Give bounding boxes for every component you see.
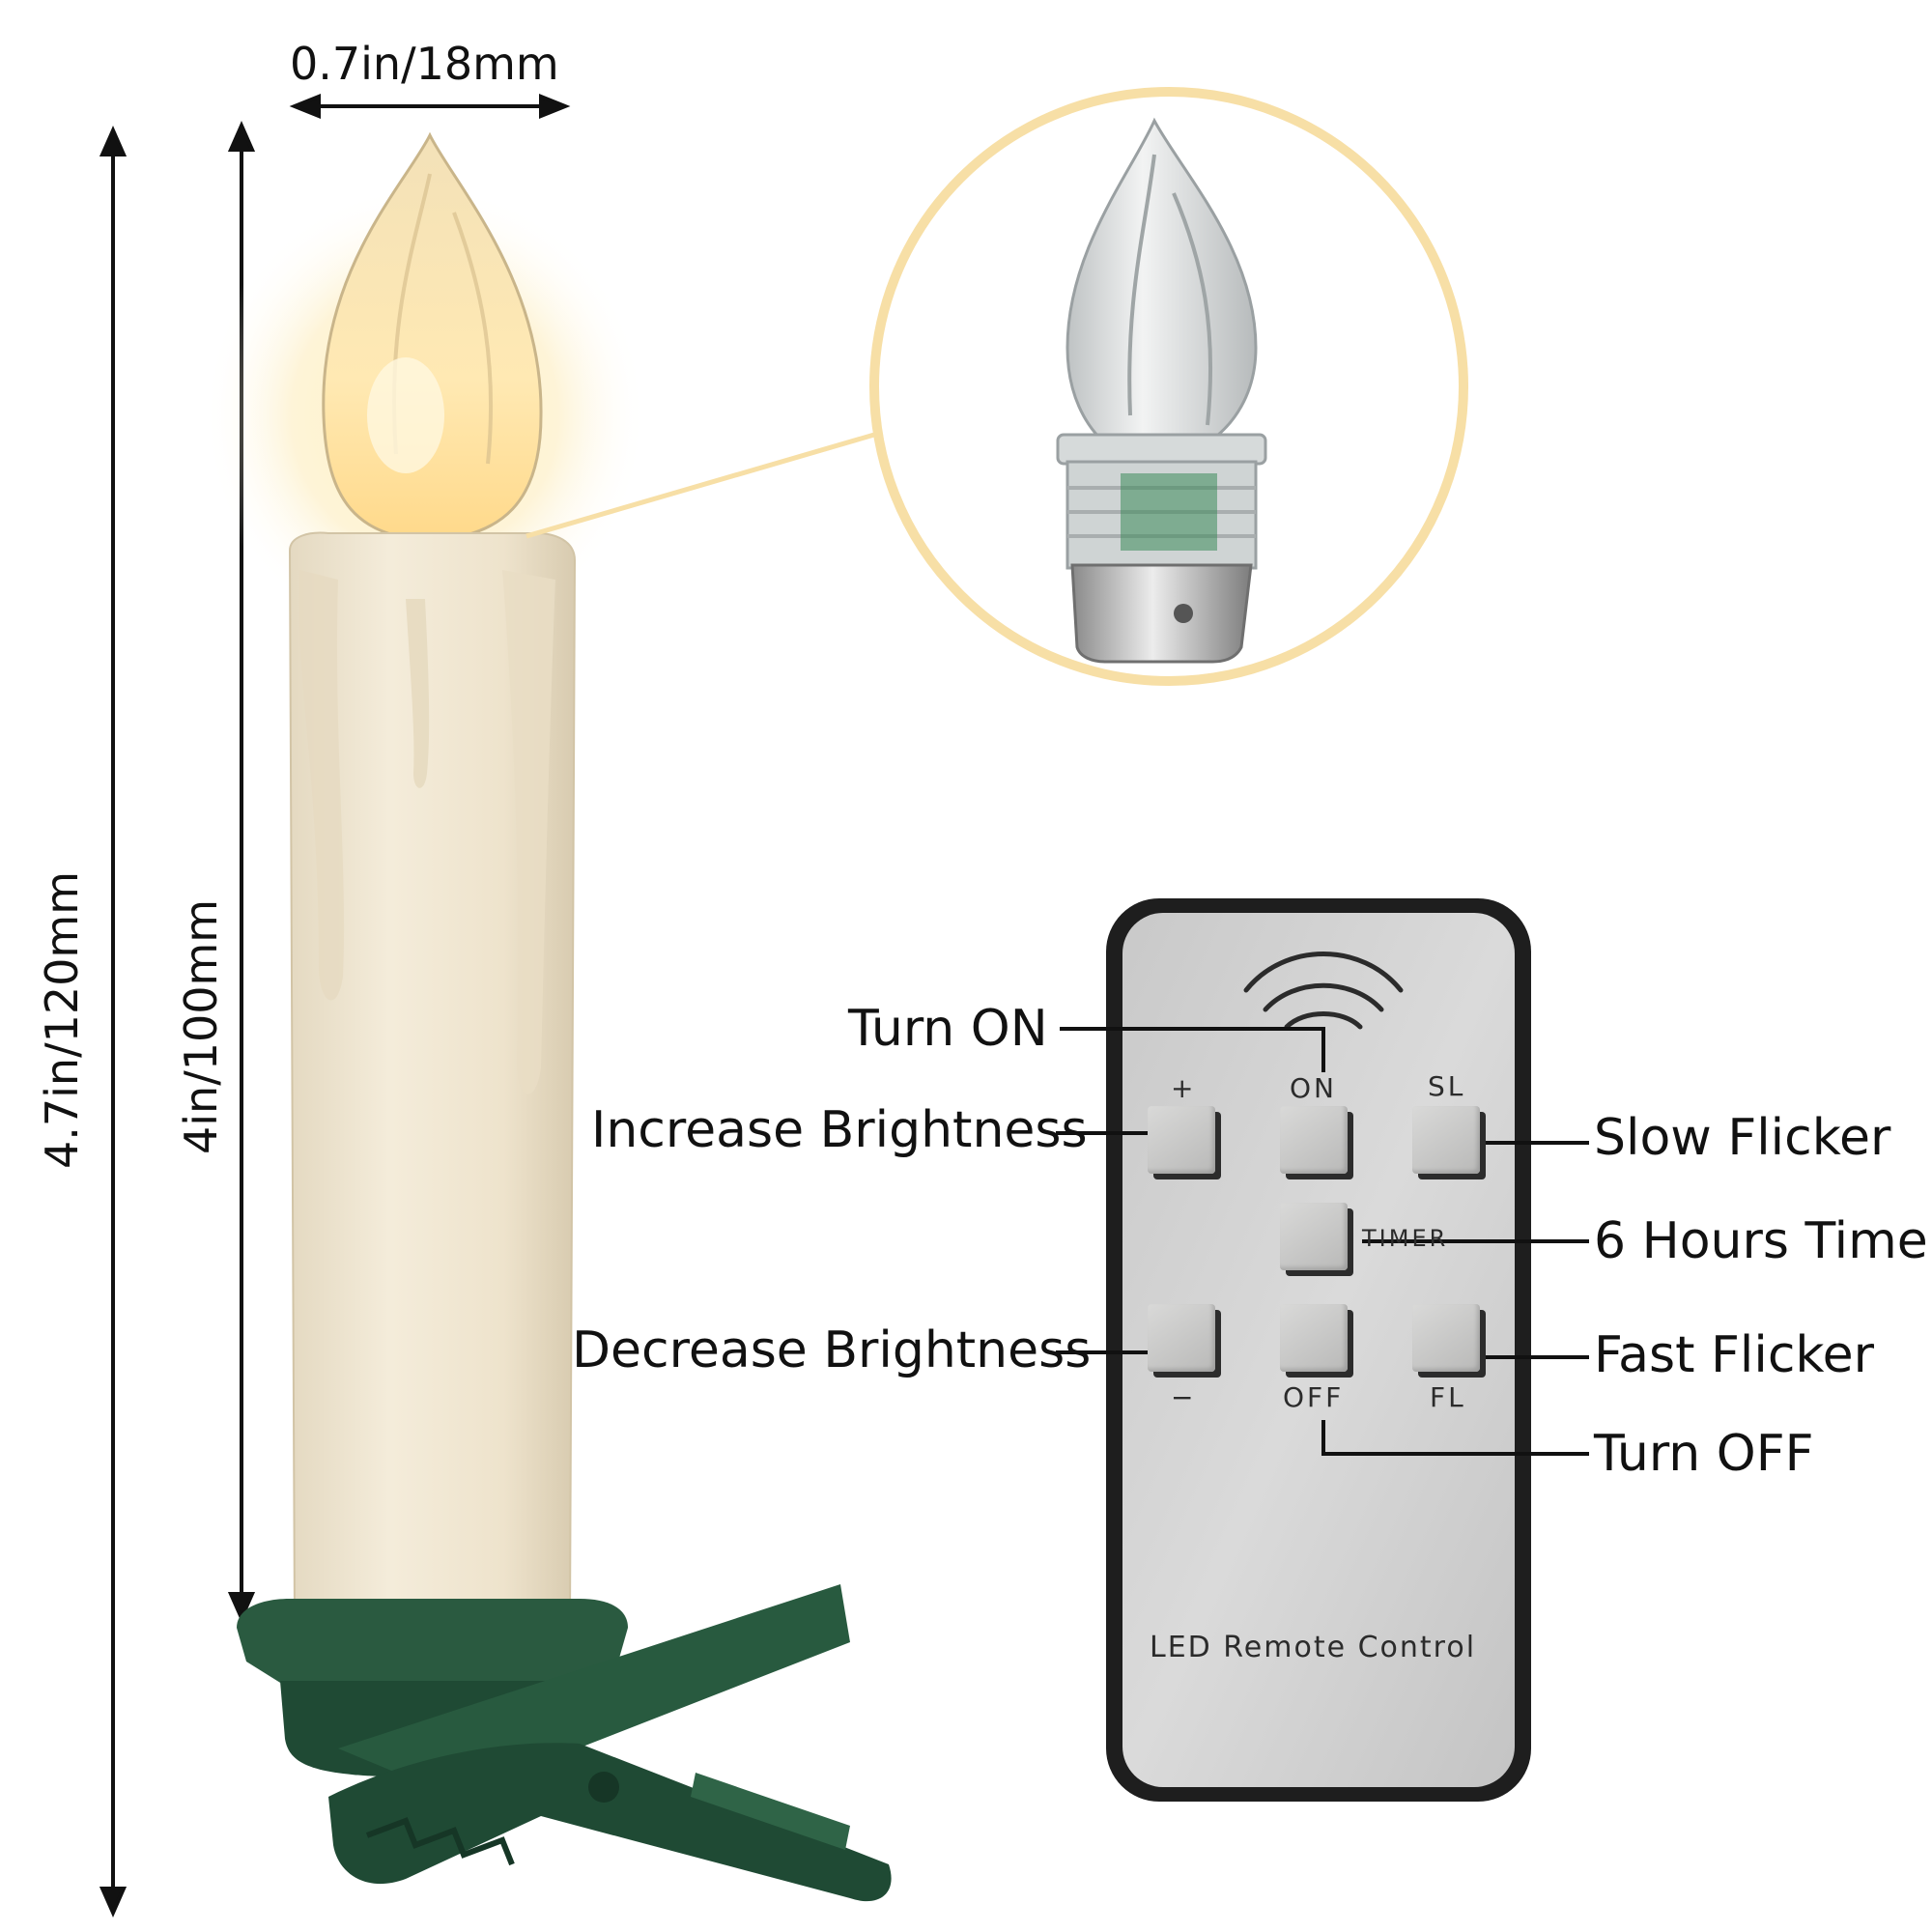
- turn-on-callout: Turn ON: [848, 1000, 1048, 1058]
- fast-flicker-button[interactable]: [1412, 1304, 1480, 1372]
- wax-drip: [298, 570, 345, 1001]
- on-button[interactable]: [1280, 1106, 1348, 1174]
- wax-drip: [502, 570, 555, 1094]
- width-label: 0.7in/18mm: [290, 38, 559, 90]
- turn-on-leader: [1060, 1027, 1325, 1072]
- off-button[interactable]: [1280, 1304, 1348, 1372]
- candle: [203, 131, 892, 1902]
- width-dimension-arrow: [289, 94, 571, 119]
- plus-button[interactable]: [1148, 1106, 1215, 1174]
- turn-off-leader: [1321, 1420, 1589, 1456]
- total-height-label: 4.7in/120mm: [36, 870, 88, 1169]
- callout-lines: [1056, 1027, 1589, 1456]
- turn-off-callout: Turn OFF: [1594, 1425, 1814, 1483]
- timer-callout: 6 Hours Timer: [1594, 1212, 1932, 1270]
- off-button-label: OFF: [1283, 1381, 1345, 1413]
- slow-flicker-button-label: SL: [1428, 1070, 1466, 1102]
- increase-brightness-callout: Increase Brightness: [591, 1101, 1088, 1159]
- decrease-brightness-callout: Decrease Brightness: [572, 1321, 1092, 1379]
- mounting-clip: [328, 1584, 892, 1902]
- fast-flicker-button-label: FL: [1430, 1381, 1466, 1413]
- wireless-signal-icon: [1243, 952, 1404, 1030]
- on-button-label: ON: [1290, 1072, 1337, 1104]
- timer-button[interactable]: [1280, 1203, 1348, 1270]
- remote-title: LED Remote Control: [1150, 1631, 1477, 1664]
- body-height-label: 4in/100mm: [175, 898, 227, 1154]
- slow-flicker-button[interactable]: [1412, 1106, 1480, 1174]
- bulb-zoom-detail: [526, 87, 1468, 686]
- minus-button[interactable]: [1148, 1304, 1215, 1372]
- height-dimension-arrow-total: [99, 126, 128, 1918]
- slow-flicker-callout: Slow Flicker: [1594, 1109, 1891, 1167]
- fast-flicker-callout: Fast Flicker: [1594, 1326, 1875, 1384]
- holder-cup: [237, 1599, 628, 1686]
- zoom-bulb-metal-base: [1070, 563, 1253, 664]
- plus-button-label: +: [1171, 1072, 1197, 1104]
- zoom-bulb-collar: [1056, 433, 1267, 466]
- wax-drip: [406, 599, 430, 788]
- minus-button-label: −: [1171, 1381, 1197, 1413]
- timer-button-label: TIMER: [1362, 1225, 1449, 1252]
- zoom-connector-line: [526, 432, 875, 539]
